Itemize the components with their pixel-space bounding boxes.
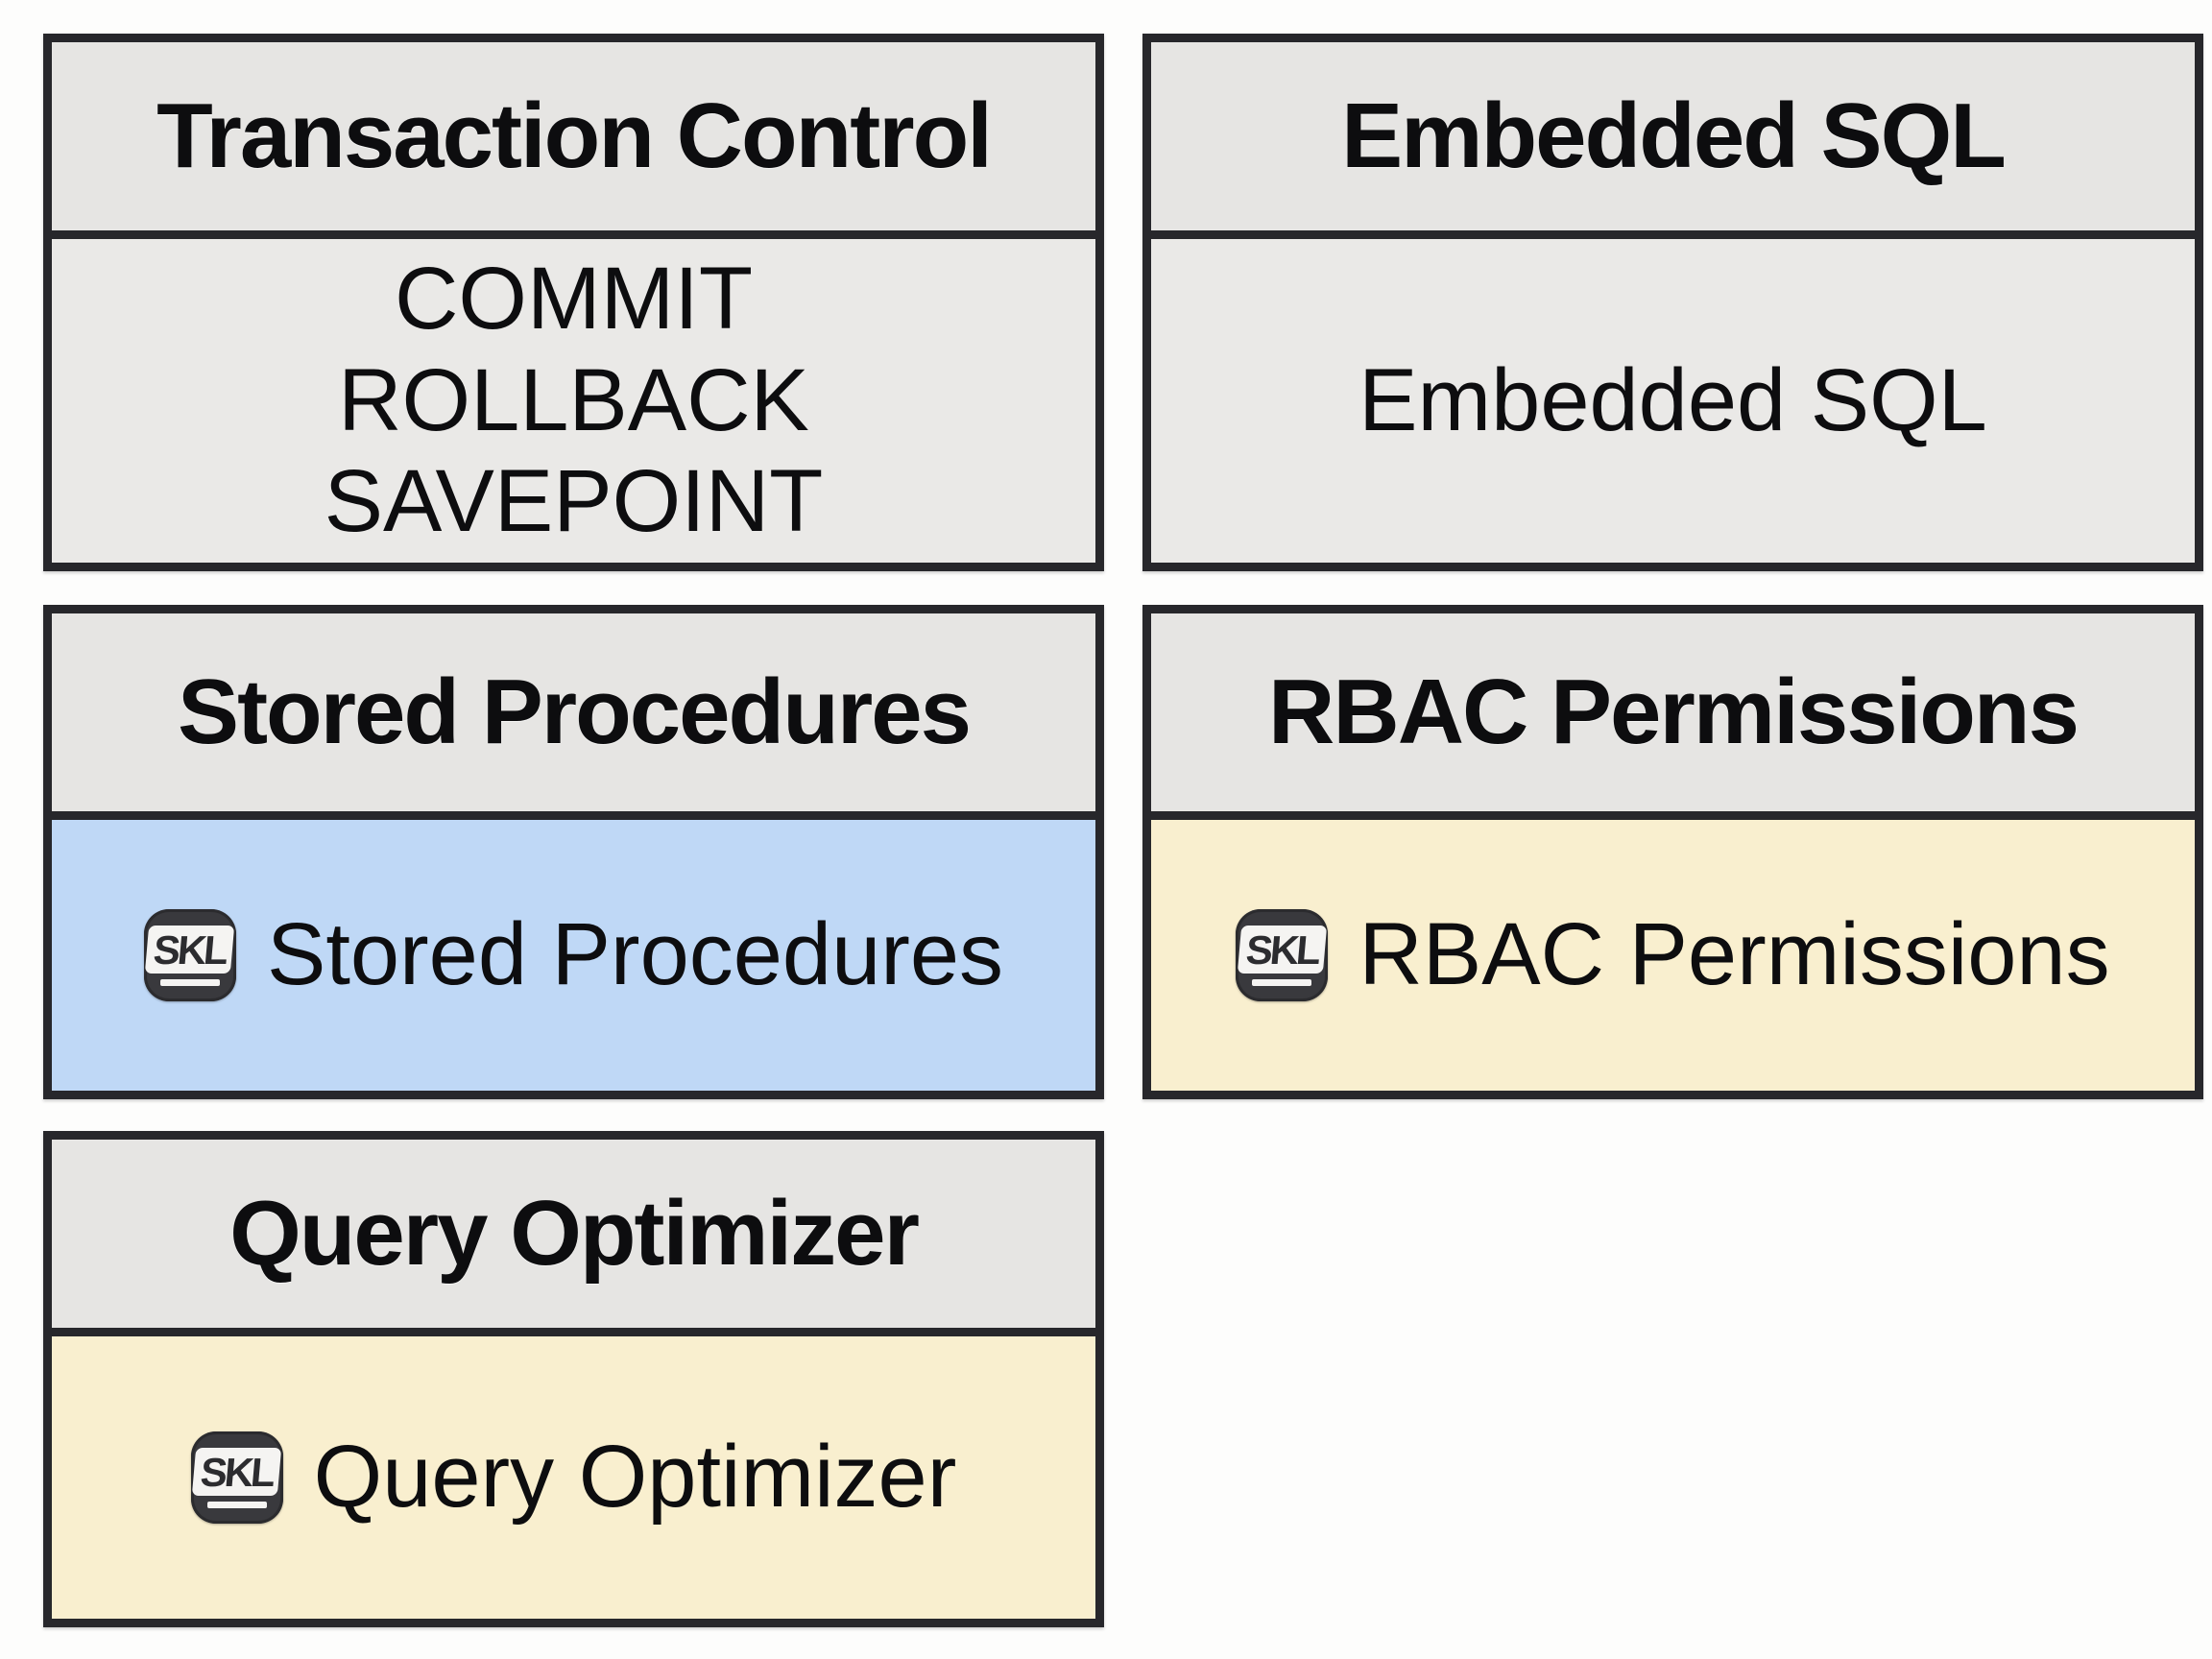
diagram-box-embedded-sql: Embedded SQL Embedded SQL xyxy=(1142,34,2203,571)
box-title-transaction-control: Transaction Control xyxy=(52,42,1095,239)
body-lines: COMMIT ROLLBACK SAVEPOINT xyxy=(325,249,824,553)
body-line: Stored Procedures xyxy=(266,905,1004,1004)
diagram-box-stored-procedures: Stored Procedures SKL Stored Procedures xyxy=(43,605,1104,1099)
box-title-stored-procedures: Stored Procedures xyxy=(52,613,1095,820)
diagram-box-query-optimizer: Query Optimizer SKL Query Optimizer xyxy=(43,1131,1104,1627)
body-line: COMMIT xyxy=(394,249,754,348)
body-line: RBAC Permissions xyxy=(1358,905,2110,1004)
box-title-rbac-permissions: RBAC Permissions xyxy=(1151,613,2195,820)
diagram-box-transaction-control: Transaction Control COMMIT ROLLBACK SAVE… xyxy=(43,34,1104,571)
sql-badge-underline xyxy=(206,1501,267,1508)
box-title-query-optimizer: Query Optimizer xyxy=(52,1140,1095,1336)
box-body-stored-procedures: SKL Stored Procedures xyxy=(52,820,1095,1091)
box-body-query-optimizer: SKL Query Optimizer xyxy=(52,1336,1095,1619)
body-line: Query Optimizer xyxy=(313,1428,957,1527)
sql-badge-underline xyxy=(1252,978,1312,986)
sql-badge-icon: SKL xyxy=(190,1431,283,1524)
body-line: SAVEPOINT xyxy=(324,452,824,551)
box-body-transaction-control: COMMIT ROLLBACK SAVEPOINT xyxy=(52,239,1095,563)
sql-badge-label: SKL xyxy=(1237,925,1328,974)
body-line: ROLLBACK xyxy=(338,350,809,449)
sql-badge-underline xyxy=(159,978,220,986)
sql-badge-label: SKL xyxy=(191,1447,282,1496)
body-line: Embedded SQL xyxy=(1358,350,1987,449)
box-body-embedded-sql: Embedded SQL xyxy=(1151,239,2195,563)
sql-badge-label: SKL xyxy=(145,925,235,974)
sql-badge-icon: SKL xyxy=(1236,909,1329,1001)
box-body-rbac-permissions: SKL RBAC Permissions xyxy=(1151,820,2195,1091)
box-title-embedded-sql: Embedded SQL xyxy=(1151,42,2195,239)
sql-badge-icon: SKL xyxy=(143,909,236,1001)
diagram-box-rbac-permissions: RBAC Permissions SKL RBAC Permissions xyxy=(1142,605,2203,1099)
